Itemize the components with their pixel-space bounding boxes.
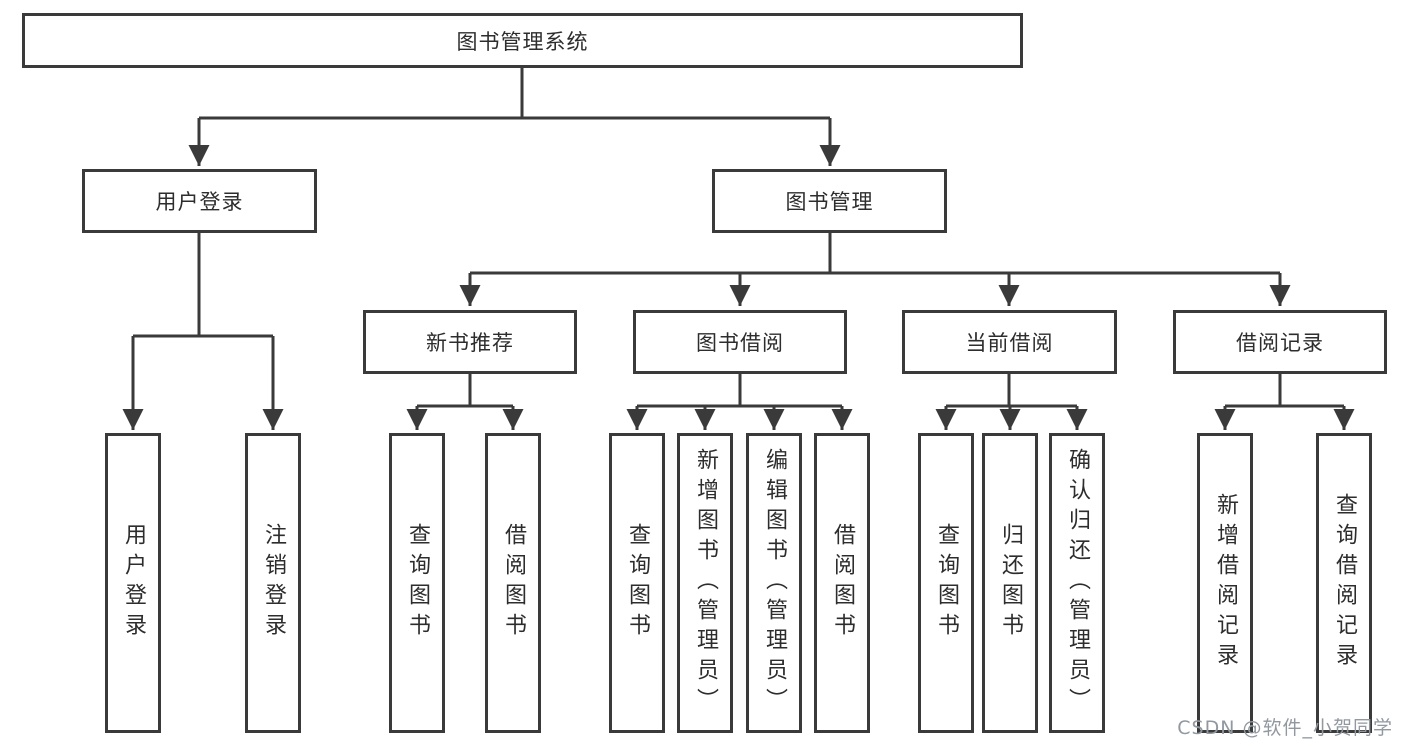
- node-label: 当前借阅: [965, 331, 1054, 355]
- node-book-management: 图书管理: [712, 169, 947, 233]
- node-label: 注销登录: [261, 523, 286, 643]
- node-label: 新书推荐: [426, 331, 514, 355]
- node-label: 归还图书: [998, 523, 1023, 643]
- node-label: 图书管理: [785, 190, 874, 214]
- node-label: 查询图书: [625, 523, 650, 643]
- node-label: 编辑图书（管理员）: [762, 448, 787, 718]
- node-new-book-recommend: 新书推荐: [363, 310, 577, 374]
- node-user-login: 用户登录: [82, 169, 317, 233]
- leaf-add-borrow-record: 新增借阅记录: [1197, 433, 1253, 733]
- leaf-query-book-borrowing: 查询图书: [609, 433, 665, 733]
- leaf-logout: 注销登录: [245, 433, 301, 733]
- node-label: 图书借阅: [696, 331, 784, 355]
- leaf-add-book-admin: 新增图书（管理员）: [677, 433, 733, 733]
- node-label: 用户登录: [121, 523, 146, 643]
- node-root-library-system: 图书管理系统: [22, 13, 1023, 68]
- leaf-query-book-current: 查询图书: [918, 433, 974, 733]
- leaf-edit-book-admin: 编辑图书（管理员）: [746, 433, 802, 733]
- leaf-user-login: 用户登录: [105, 433, 161, 733]
- leaf-query-book-recommend: 查询图书: [389, 433, 445, 733]
- leaf-query-borrow-record: 查询借阅记录: [1316, 433, 1372, 733]
- node-current-borrowing: 当前借阅: [902, 310, 1117, 374]
- node-label: 借阅记录: [1236, 331, 1324, 355]
- node-label: 查询图书: [405, 523, 430, 643]
- node-label: 确认归还（管理员）: [1065, 448, 1090, 718]
- node-label: 查询借阅记录: [1332, 493, 1357, 673]
- leaf-return-book: 归还图书: [982, 433, 1038, 733]
- node-book-borrowing: 图书借阅: [633, 310, 847, 374]
- node-label: 新增图书（管理员）: [693, 448, 718, 718]
- node-borrow-records: 借阅记录: [1173, 310, 1387, 374]
- csdn-watermark: CSDN @软件_小贺同学: [1177, 717, 1393, 739]
- leaf-borrow-book: 借阅图书: [814, 433, 870, 733]
- node-label: 查询图书: [934, 523, 959, 643]
- node-label: 用户登录: [155, 190, 244, 214]
- node-label: 图书管理系统: [456, 29, 589, 54]
- node-label: 新增借阅记录: [1213, 493, 1238, 673]
- node-label: 借阅图书: [501, 523, 526, 643]
- node-label: 借阅图书: [830, 523, 855, 643]
- leaf-confirm-return-admin: 确认归还（管理员）: [1049, 433, 1105, 733]
- leaf-borrow-book-recommend: 借阅图书: [485, 433, 541, 733]
